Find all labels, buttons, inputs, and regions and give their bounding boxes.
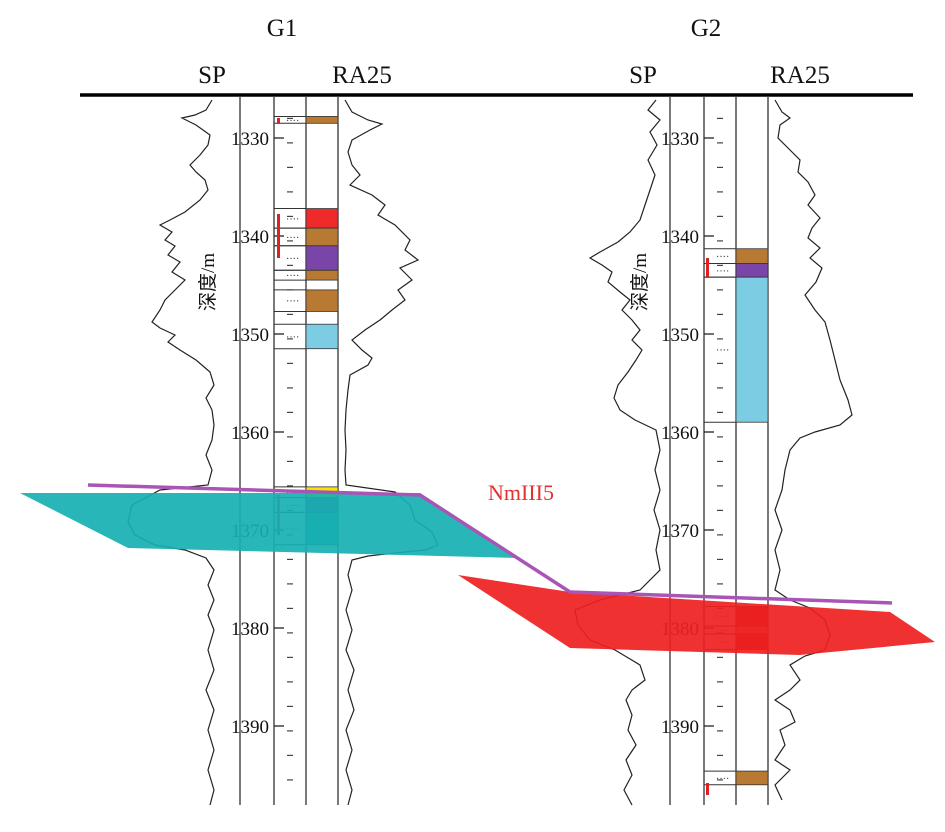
well-g2-facies-interval <box>735 248 769 264</box>
well-g1-sp-curve <box>127 99 215 806</box>
well-g1-sand-symbol: ···· <box>286 254 299 265</box>
well-g2-facies-interval <box>735 276 769 423</box>
well-g1-facies-interval <box>305 245 339 271</box>
well-g2-depth-tick-label: 1370 <box>661 521 699 542</box>
well-g2-depth-tick-label: 1360 <box>661 423 699 444</box>
well-g2-ra25-curve <box>773 99 853 801</box>
well-g2-ra25-label: RA25 <box>770 62 830 89</box>
well-g2-depth-ticks: 1330134013501360137013801390 <box>661 129 714 738</box>
well-g2-facies-interval <box>735 263 769 278</box>
well-g1-facies-interval <box>305 269 339 281</box>
well-g1-facies-interval <box>305 116 339 124</box>
g2-sand-body-red <box>458 575 935 655</box>
well-g2: ···························· 13301340135… <box>574 97 853 806</box>
well-g2-facies-interval <box>735 770 769 786</box>
well-g2-sp-curve <box>574 99 661 806</box>
well-g2-depth-tick-label: 1340 <box>661 227 699 248</box>
well-g1-facies-interval <box>305 289 339 312</box>
horizon-line <box>87 483 893 605</box>
well-g1-sand-symbol: ···· <box>286 233 299 244</box>
well-g1-marker <box>277 118 280 124</box>
well-g2-depth-tick-label: 1330 <box>661 129 699 150</box>
well-g1-depth-tick-label: 1380 <box>231 619 269 640</box>
well-g1-depth-tick-label: 1330 <box>231 129 269 150</box>
well-g2-lithology-column: ···························· <box>704 117 736 786</box>
well-g1-sand-symbol: ···· <box>286 214 299 225</box>
well-g2-sp-label: SP <box>629 62 657 89</box>
well-g1-depth-tick-label: 1350 <box>231 325 269 346</box>
well-g1-facies-interval <box>305 227 339 247</box>
well-g1-name: G1 <box>267 15 298 42</box>
well-g2-name: G2 <box>691 15 722 42</box>
well-g2-sand-symbol: ···· <box>716 252 729 263</box>
well-g1-depth-tick-label: 1360 <box>231 423 269 444</box>
well-g1-sp-label: SP <box>198 62 226 89</box>
well-g2-facies-column <box>735 248 769 786</box>
well-g1: ········································… <box>127 97 439 806</box>
well-g1-facies-column <box>305 116 339 546</box>
well-g1-facies-interval <box>305 323 339 350</box>
well-g1-depth-axis-label: 深度/m <box>197 253 219 311</box>
well-g2-marker <box>706 783 709 795</box>
horizon-label: NmIII5 <box>488 480 554 505</box>
well-g1-sand-symbol: ···· <box>286 297 299 308</box>
well-g1-facies-interval <box>305 208 339 229</box>
g1-sand-body-teal <box>20 493 518 558</box>
well-g2-depth-axis-label: 深度/m <box>629 253 651 311</box>
well-g1-depth-tick-label: 1340 <box>231 227 269 248</box>
well-g1-depth-ticks: 1330134013501360137013801390 <box>231 129 284 738</box>
well-g1-ra25-label: RA25 <box>332 62 392 89</box>
well-g2-depth-tick-label: 1350 <box>661 325 699 346</box>
well-g1-depth-tick-label: 1390 <box>231 717 269 738</box>
well-g1-marker <box>277 214 280 258</box>
well-g2-sand-symbol: ···· <box>716 266 729 277</box>
well-g1-ra25-curve <box>344 99 439 806</box>
well-g2-marker <box>706 258 709 278</box>
well-g1-sand-symbol: ···· <box>286 116 299 127</box>
well-g2-depth-tick-label: 1390 <box>661 717 699 738</box>
well-g2-sand-symbol: ···· <box>716 346 729 357</box>
well-g1-sand-symbol: ···· <box>286 271 299 282</box>
well-g1-sand-symbol: ···· <box>286 332 299 343</box>
